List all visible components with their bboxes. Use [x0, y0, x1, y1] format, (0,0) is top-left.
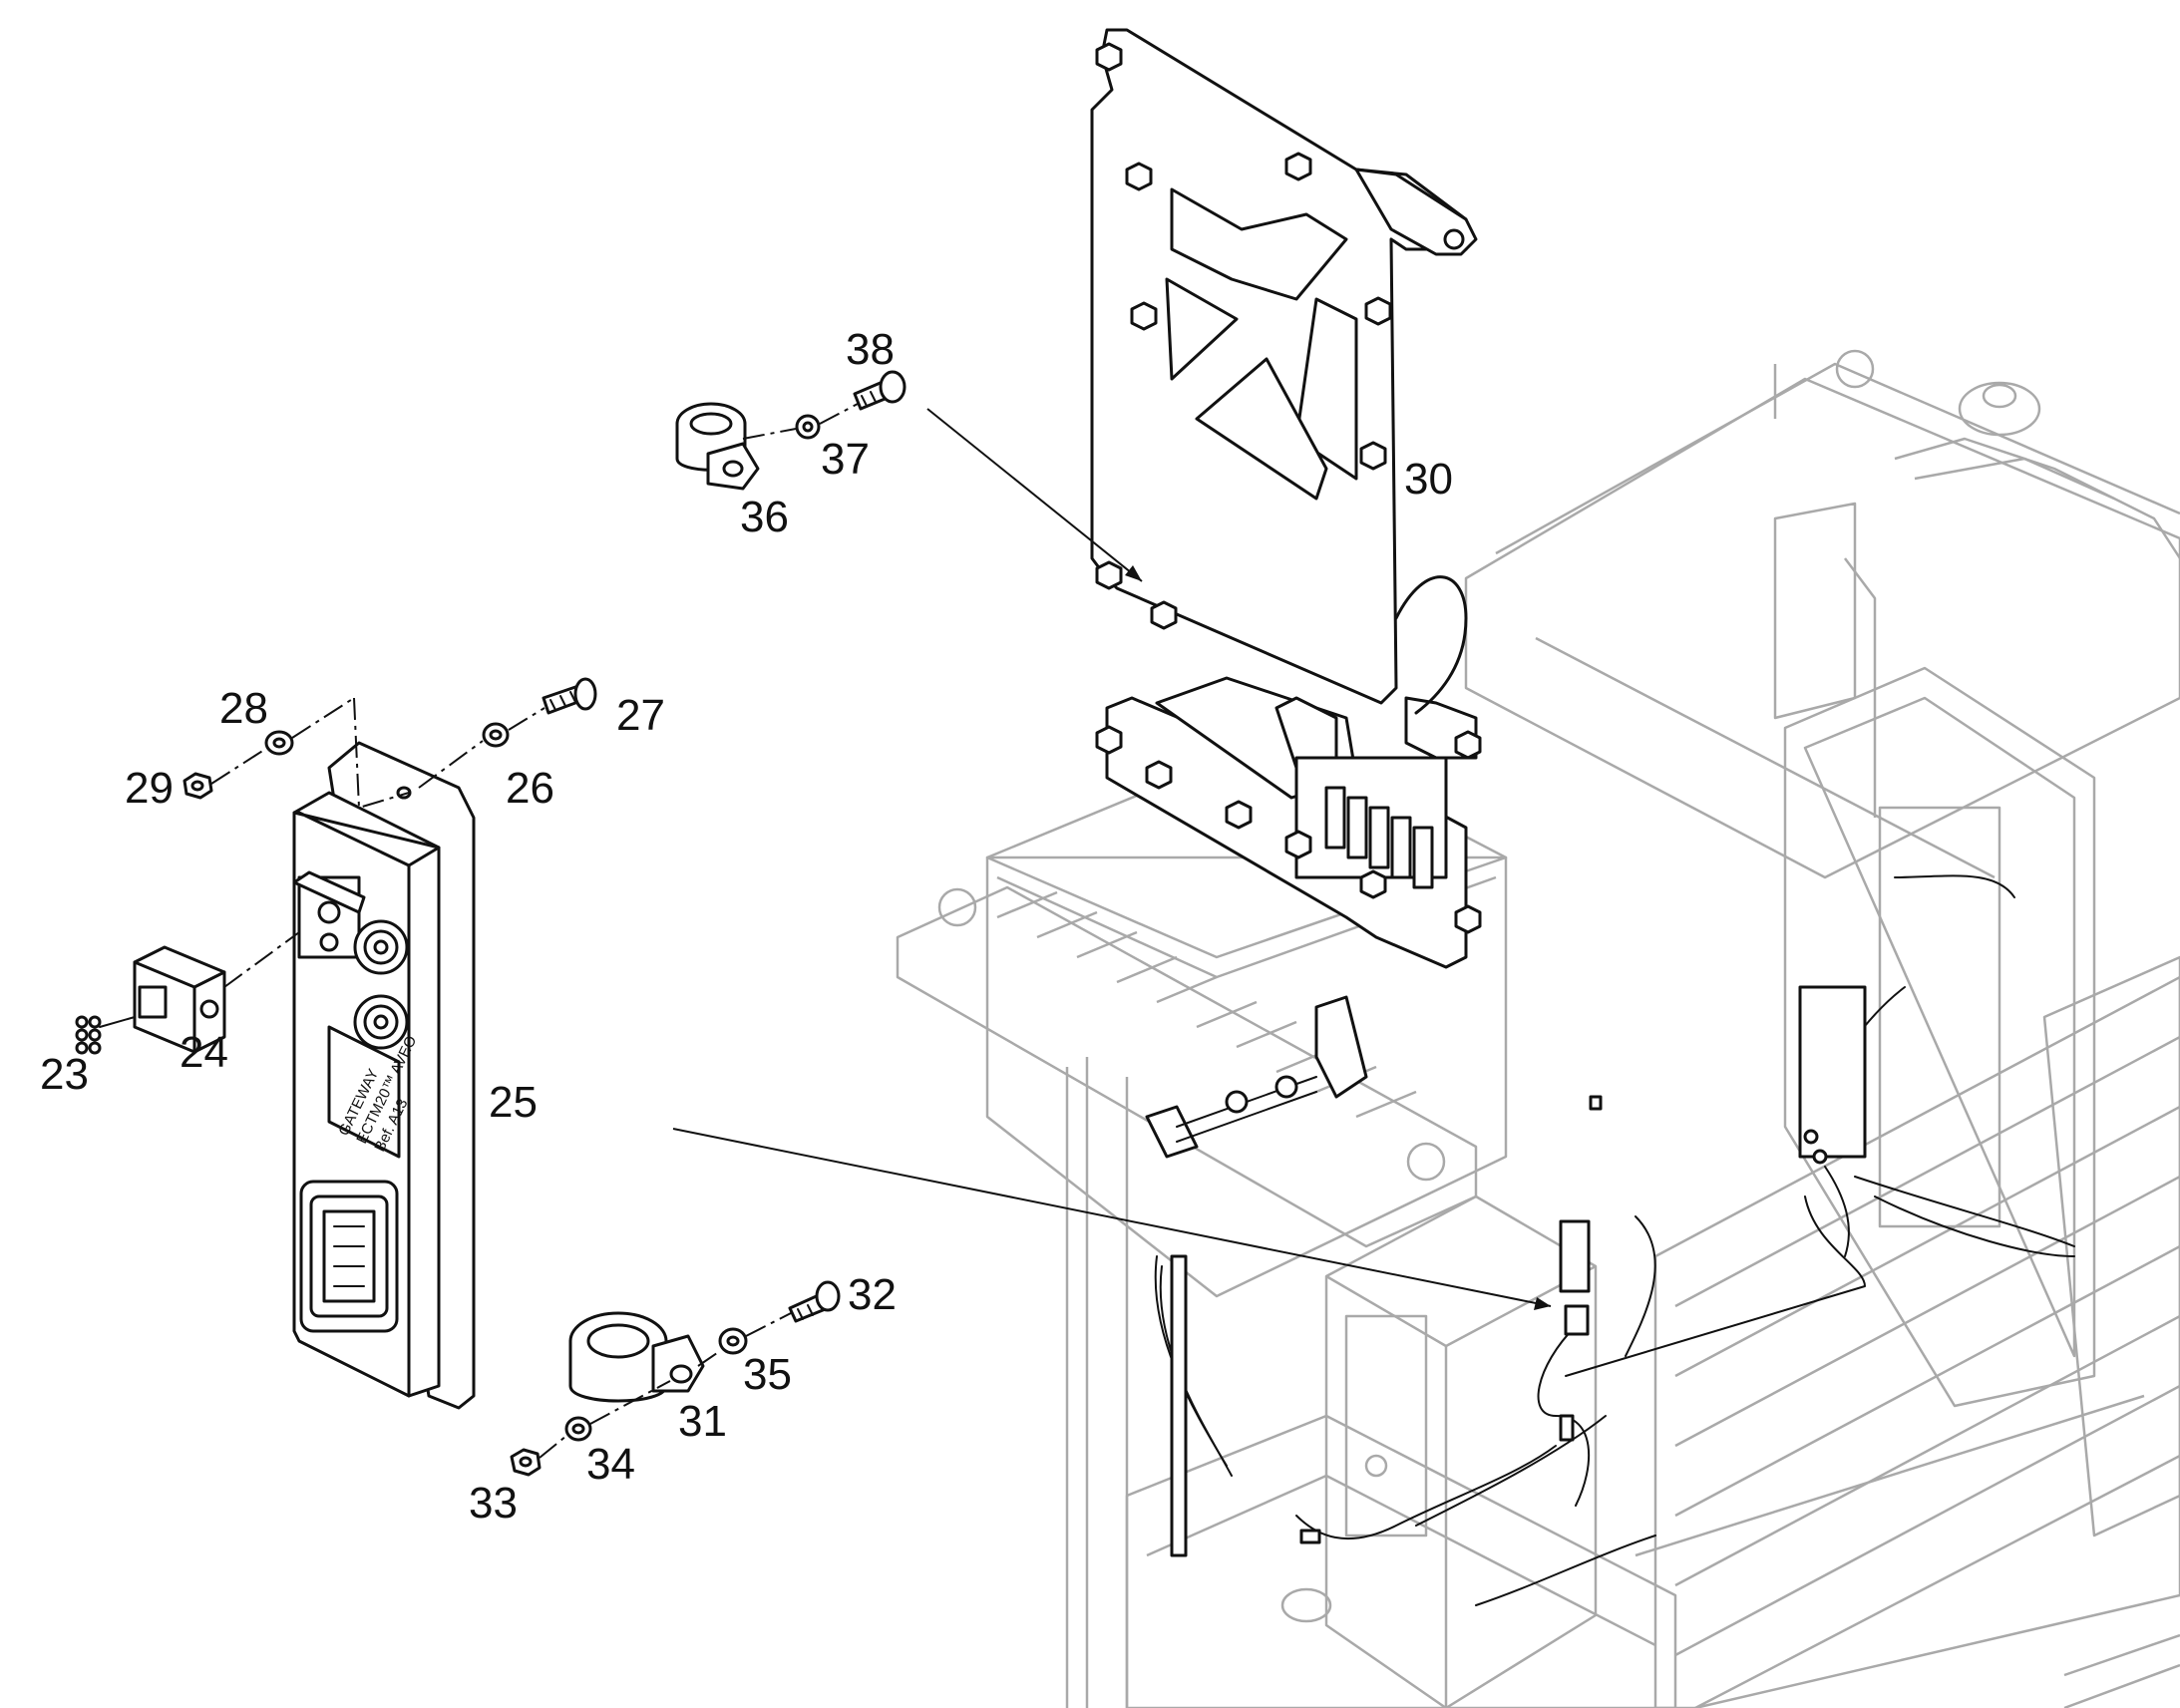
screw-32	[788, 1280, 841, 1323]
background-cab-assembly	[896, 349, 2180, 1708]
nut-33	[510, 1448, 542, 1477]
callout-30: 30	[1404, 455, 1453, 504]
screw-27	[542, 677, 597, 715]
terminal-blocks	[1324, 786, 1434, 889]
round-connector-icon	[353, 919, 409, 1050]
callout-38: 38	[846, 325, 895, 374]
large-connector-icon	[299, 1180, 399, 1333]
arrowhead-icon	[1125, 565, 1142, 581]
callout-28: 28	[219, 684, 268, 733]
callout-31: 31	[678, 1397, 727, 1446]
callout-35: 35	[743, 1350, 792, 1399]
installation-leaders	[672, 408, 1552, 1310]
plug-connector-24	[133, 945, 226, 1054]
washer-37	[795, 414, 821, 440]
bracket-bolts	[1095, 725, 1482, 934]
plate-bolts	[1095, 42, 1392, 630]
arrowhead-icon	[1534, 1297, 1551, 1310]
callout-29: 29	[125, 764, 174, 813]
callout-24: 24	[180, 1028, 228, 1077]
rail-slats	[996, 890, 1417, 1119]
washer-26	[482, 722, 510, 748]
right-slats	[1674, 1035, 2180, 1708]
connector-top-icon	[292, 870, 366, 959]
wiring-harness	[1145, 874, 2075, 1606]
terminals-23	[75, 1015, 136, 1055]
module-label-plate: GATEWAY ECTM20™ AVEO Bef. A13	[327, 1025, 420, 1159]
callout-33: 33	[469, 1479, 518, 1528]
clamp-31	[568, 1311, 705, 1403]
callout-26: 26	[506, 764, 554, 813]
assembly-centerlines	[210, 403, 859, 1459]
callout-27: 27	[616, 691, 665, 740]
screw-38	[853, 370, 907, 411]
gateway-module-25: GATEWAY ECTM20™ AVEO Bef. A13	[292, 741, 476, 1410]
callout-23: 23	[40, 1050, 89, 1099]
callout-25: 25	[489, 1078, 538, 1127]
nut-29	[182, 772, 213, 800]
clamp-36	[675, 402, 760, 491]
callout-36: 36	[740, 493, 789, 541]
washer-34	[564, 1416, 592, 1442]
callout-labels: 23 24 25 26 27 28 29 30 31 32 33 34 35 3…	[40, 325, 1453, 1528]
mounting-plate-30	[1090, 28, 1482, 969]
washer-28	[264, 730, 294, 756]
callout-34: 34	[586, 1440, 635, 1489]
callout-32: 32	[848, 1270, 897, 1319]
washer-35	[718, 1327, 748, 1355]
callout-37: 37	[821, 435, 870, 484]
